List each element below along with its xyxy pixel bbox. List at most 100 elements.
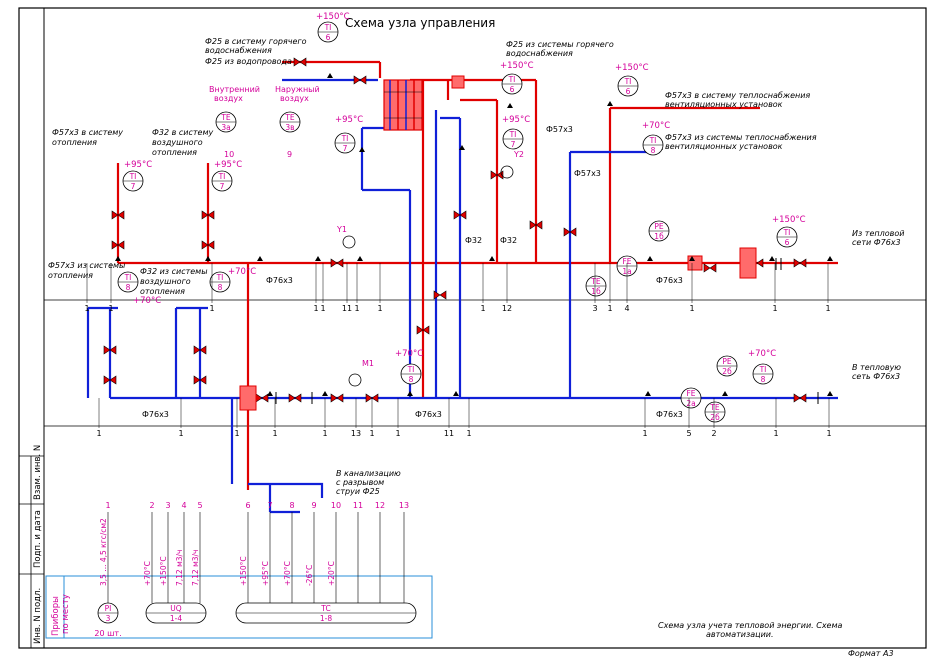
instrument-legend: Приборы по месту PI 3 20 шт. UQ 1-4 TC 1… [45, 575, 433, 639]
instrument-number: 8 [126, 283, 131, 292]
instrument-bubble: TI7 [502, 128, 524, 150]
instrument-bubble: TI7 [211, 170, 233, 192]
instrument-number: 8 [218, 283, 223, 292]
temp-label: +150°C [316, 12, 350, 22]
label-actuator: M1 [362, 359, 374, 368]
spec-value: +150°C [239, 556, 248, 586]
instrument-tag: TI [216, 273, 224, 282]
instrument-tag: TI [218, 172, 226, 181]
position-number: 1 [313, 304, 318, 313]
legend-title: Приборы [51, 596, 61, 636]
label-actuator: Y1 [336, 225, 347, 234]
heat-exchanger [383, 79, 423, 131]
label-dhw-return: водоснабжения [506, 49, 573, 58]
instrument-tag: TI [324, 23, 332, 32]
instrument-number: 1б [654, 232, 664, 241]
label-pipe-size: Ф76х3 [415, 410, 442, 419]
spec-number: 9 [311, 501, 316, 510]
diagram-title: Схема узла управления [345, 16, 495, 30]
instrument-tag: TI [508, 75, 516, 84]
label-sewer: струи Ф25 [336, 487, 380, 496]
pi-num: 3 [106, 614, 111, 623]
uq-range: 1-4 [170, 614, 182, 623]
label-dhw-supply: водоснабжения [205, 46, 272, 55]
valves [103, 57, 807, 403]
stamp-inv-orig: Инв. N подл. [33, 588, 43, 644]
temperature-labels: +150°C +150°C +150°C +150°C +95°C +95°C … [124, 12, 806, 359]
instrument-tag: TE [709, 403, 720, 412]
instrument-tag: TI [341, 134, 349, 143]
position-number: 1 [96, 429, 101, 438]
spec-number: 5 [197, 501, 202, 510]
label-to-network: сеть Ф76х3 [852, 372, 900, 381]
label-cold-water: Ф25 из водопровода [205, 57, 292, 66]
position-number: 1 [395, 429, 400, 438]
tc-range: 1-8 [320, 614, 332, 623]
spec-number: 13 [399, 501, 409, 510]
temp-label: +70°C [395, 349, 423, 359]
instrument-tag: TE [220, 113, 231, 122]
spec-number: 8 [289, 501, 294, 510]
instrument-tag: TI [509, 130, 517, 139]
legend-title: по месту [61, 594, 71, 634]
spec-value: +150°C [159, 556, 168, 586]
strainers [239, 75, 757, 411]
label-from-network: Из тепловой [852, 229, 904, 238]
instrument-number: 2а [686, 399, 695, 408]
return-pipes [86, 78, 838, 514]
instrument-bubble: TI6 [501, 73, 523, 95]
label-sewer: с разрывом [336, 478, 384, 487]
label-pipe-size: Ф76х3 [656, 276, 683, 285]
label-pipe-size: Ф32 [465, 236, 482, 245]
instrument-number: 8 [409, 375, 414, 384]
instrument-number: 6 [785, 238, 790, 247]
instrument-number: 7 [511, 140, 516, 149]
position-number: 1 [354, 304, 359, 313]
instrument-bubble: TI8 [209, 271, 231, 293]
temp-label: +70°C [133, 296, 161, 306]
position-number: 1 [322, 429, 327, 438]
spec-value: +70°C [143, 561, 152, 586]
label-heat-return: Ф57х3 из системы [48, 261, 125, 270]
side-stamp: Взам. инв. N Подп. и дата Инв. N подл. [19, 445, 44, 648]
instrument-number: 8 [651, 146, 656, 155]
label-pipe-size: Ф32 [500, 236, 517, 245]
instrument-bubble: TI7 [334, 132, 356, 154]
instrument-number: 7 [131, 182, 136, 191]
label-pipe-size: Ф57х3 [574, 169, 601, 178]
spec-value: 7,12 м3/ч [191, 550, 200, 586]
temp-label: +95°C [124, 160, 152, 170]
instrument-tag: TI [124, 273, 132, 282]
label-heat-supply: Ф57х3 в систему [52, 128, 123, 137]
position-number: 11 [342, 304, 352, 313]
label-vent-return: вентиляционных установок [665, 142, 783, 151]
label-vent-supply: вентиляционных установок [665, 100, 783, 109]
instrument-bubble: TI8 [752, 363, 774, 385]
instrument-tag: TE [590, 277, 601, 286]
instrument-number: 6 [510, 85, 515, 94]
instrument-bubble: TI6 [776, 226, 798, 248]
instrument-number: 7 [343, 144, 348, 153]
tc-tag: TC [320, 604, 330, 613]
format-label: Формат А3 [848, 649, 894, 658]
temp-label: +150°C [615, 63, 649, 73]
temp-label: +95°C [502, 115, 530, 125]
stamp-replace-inv: Взам. инв. N [33, 445, 43, 500]
temp-label: +70°C [228, 267, 256, 277]
uq-tag: UQ [170, 604, 181, 613]
spec-number: 4 [181, 501, 186, 510]
spec-number: 1 [105, 501, 110, 510]
instrument-tag: TI [649, 136, 657, 145]
label-heat-return: отопления [48, 271, 93, 280]
label-inner-air: воздух [214, 94, 243, 103]
temp-label: +70°C [748, 349, 776, 359]
position-number: 1 [607, 304, 612, 313]
instrument-number: 1б [591, 287, 601, 296]
instrument-tag: TI [624, 77, 632, 86]
instrument-tag: TI [407, 365, 415, 374]
